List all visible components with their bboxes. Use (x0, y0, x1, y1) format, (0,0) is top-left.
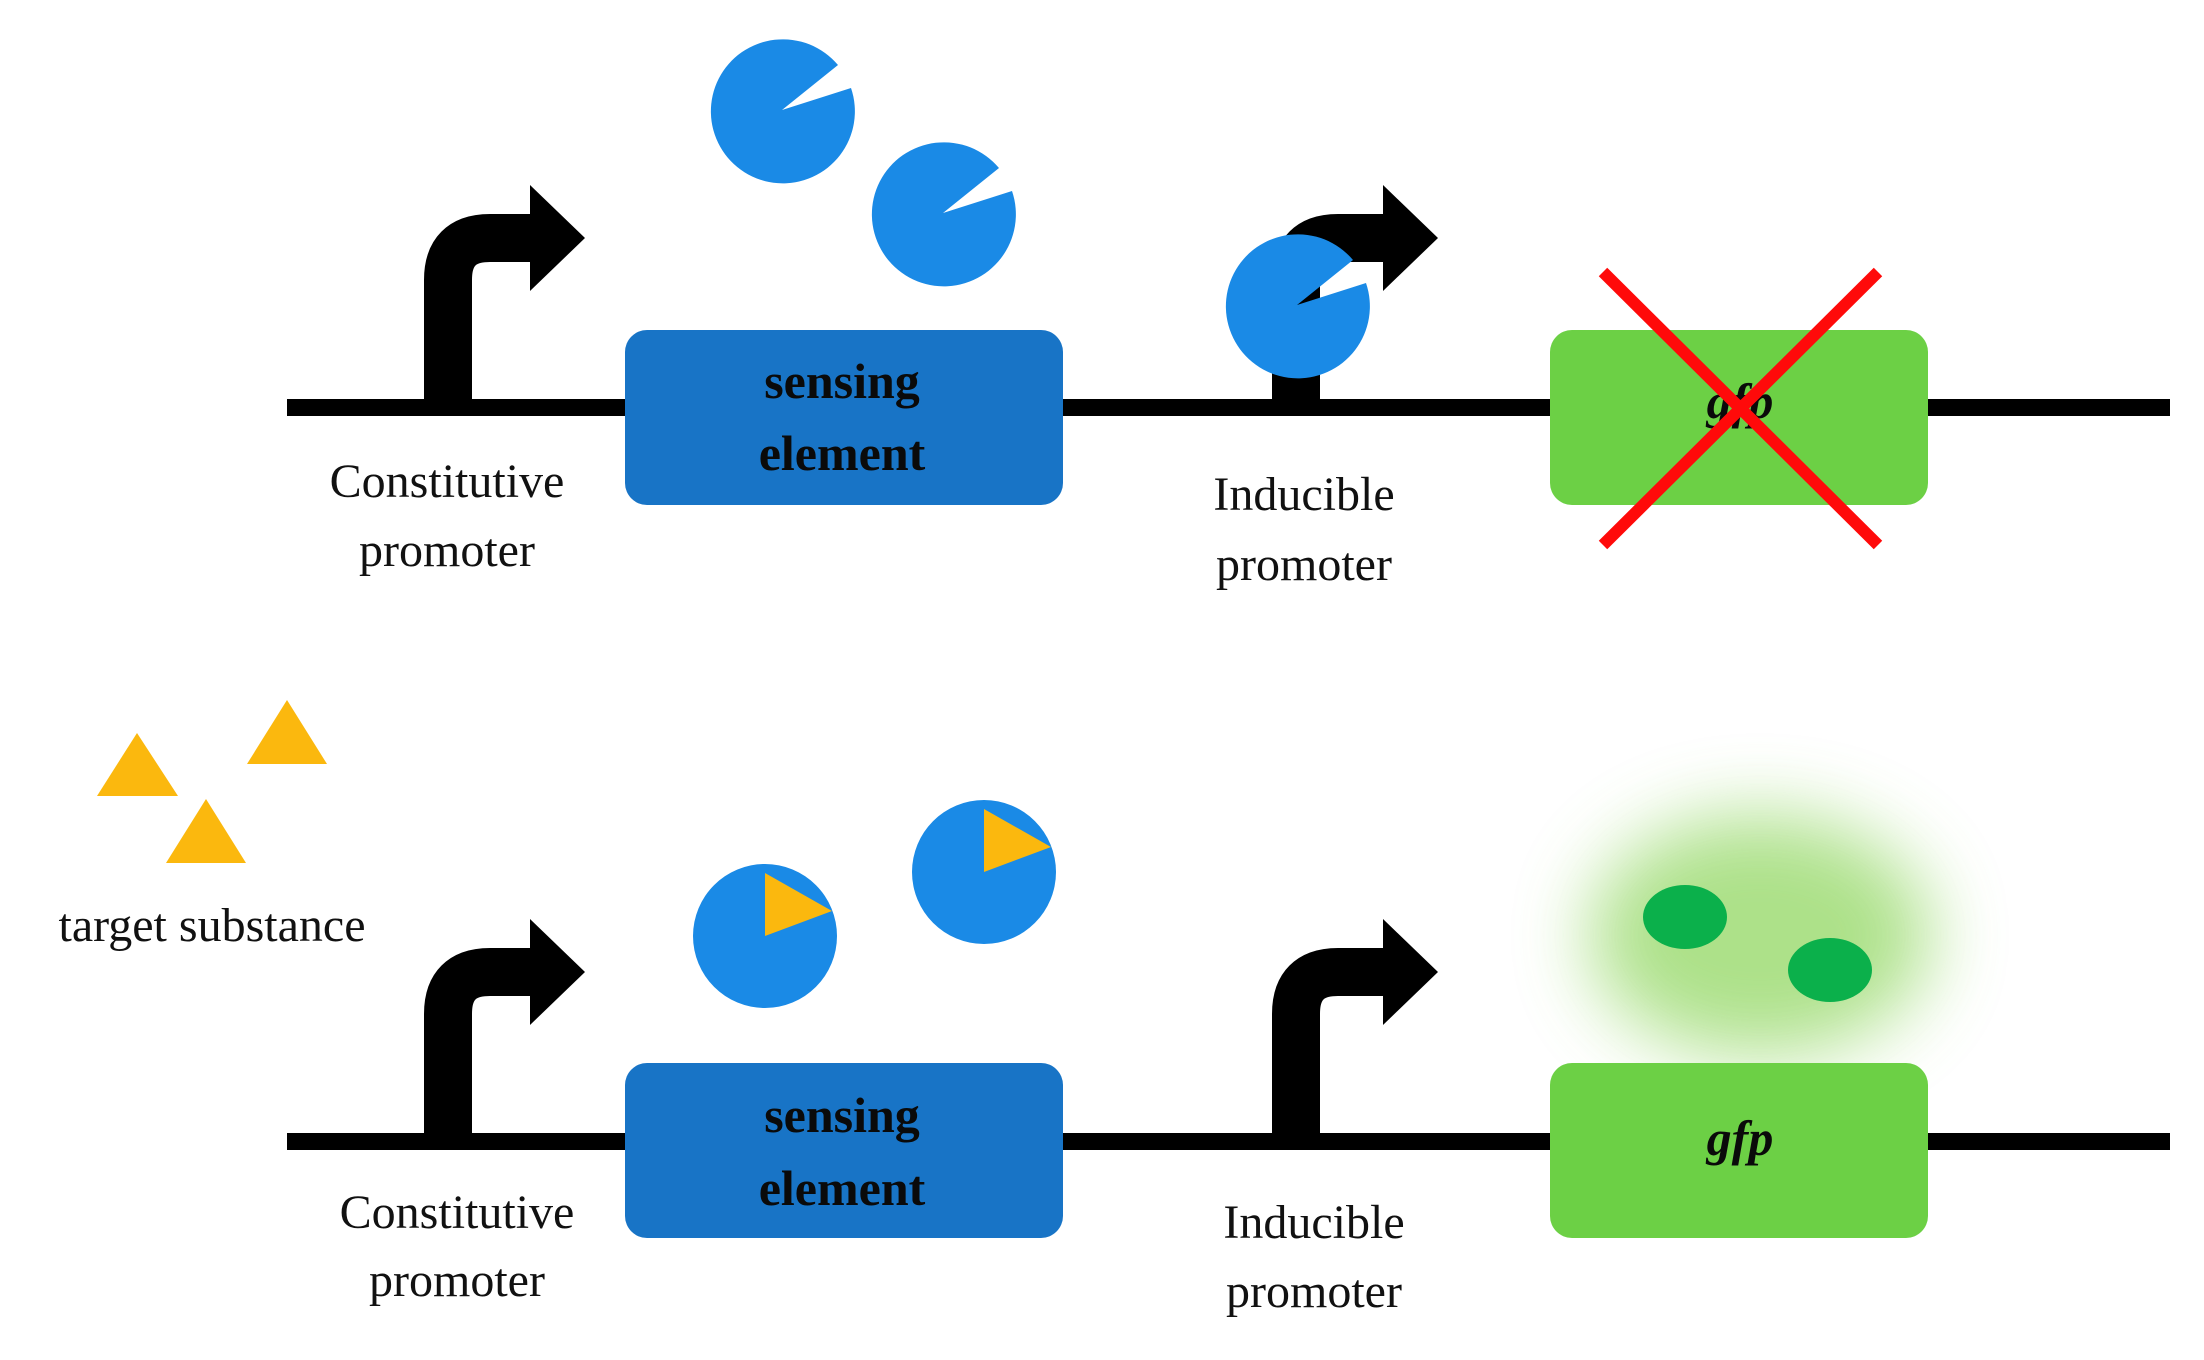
pacman-circle-icon (693, 864, 837, 1008)
bottom-inducible-arrowhead (1383, 919, 1438, 1025)
bottom-constitutive-label-line1: Constitutive (340, 1186, 575, 1239)
fluorescence-glow (1590, 815, 1930, 1055)
top-blocked-cross-stroke-2 (1598, 267, 1883, 550)
bottom-sensing-label-line2: element (759, 1160, 926, 1216)
bottom-gfp-gene-label: gfp (1706, 1110, 1774, 1166)
bottom-inducible-promoter-arrow (1272, 948, 1385, 1134)
top-inducible-label-line2: promoter (1216, 538, 1392, 591)
red-x-icon (1598, 267, 1883, 550)
bound-target-wedge (765, 873, 832, 936)
gfp-protein-dot (1788, 938, 1872, 1002)
bottom-sensing-element-box (625, 1063, 1063, 1238)
bent-arrow-icon (1272, 919, 1438, 1134)
bottom-constitutive-promoter-arrow (424, 948, 532, 1134)
top-inducible-arrowhead (1383, 185, 1438, 291)
pacman-circle-icon (710, 39, 855, 184)
top-constitutive-label-line2: promoter (359, 524, 535, 577)
bottom-constitutive-arrowhead (530, 919, 585, 1025)
triangle-icon (247, 700, 327, 764)
bottom-gfp-gene-box (1550, 1063, 1928, 1238)
triangle-icon (166, 799, 246, 863)
target-substance-label: target substance (58, 899, 365, 952)
top-sensing-element-box (625, 330, 1063, 505)
bottom-inducible-label-line2: promoter (1226, 1265, 1402, 1318)
triangle-icon (97, 733, 178, 796)
top-inducible-label-line1: Inducible (1213, 468, 1394, 521)
pacman-circle-icon (871, 142, 1016, 287)
bottom-inducible-label-line1: Inducible (1223, 1196, 1404, 1249)
bent-arrow-icon (424, 919, 585, 1134)
pacman-circle-icon (912, 800, 1056, 944)
bound-target-wedge (984, 809, 1051, 872)
top-constitutive-arrowhead (530, 185, 585, 291)
top-constitutive-label-line1: Constitutive (330, 455, 565, 508)
top-constitutive-promoter-arrow (424, 214, 532, 400)
top-panel: Constitutive promoter sensing element In… (287, 39, 2170, 591)
top-sensing-label-line1: sensing (764, 353, 920, 409)
bottom-panel: target substance Constitutive promoter s… (58, 700, 2170, 1318)
bent-arrow-icon (424, 185, 585, 400)
pacman-circle-icon (1225, 234, 1370, 379)
bottom-constitutive-label-line2: promoter (369, 1254, 545, 1307)
top-sensing-label-line2: element (759, 425, 926, 481)
bottom-sensing-label-line1: sensing (764, 1087, 920, 1143)
gfp-protein-dot (1643, 885, 1727, 949)
